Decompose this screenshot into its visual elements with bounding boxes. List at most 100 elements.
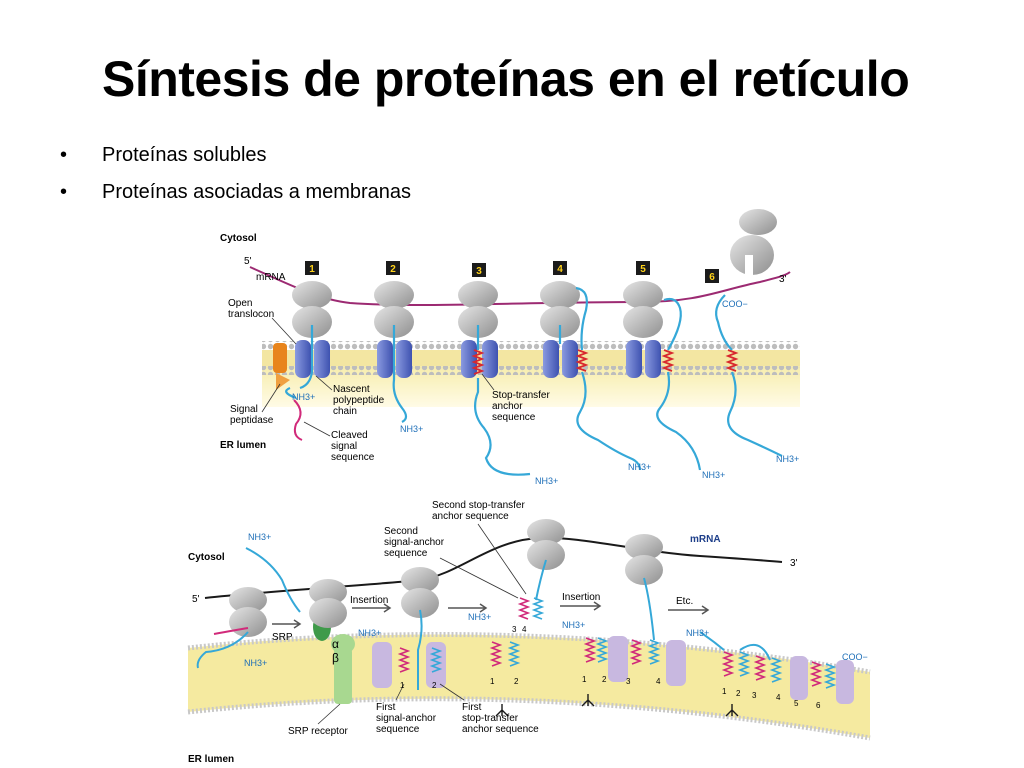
leader-line bbox=[303, 421, 331, 437]
label-mrna-bottom: mRNA bbox=[690, 534, 721, 545]
label-nh3: NH3+ bbox=[358, 628, 381, 638]
bullet-text: Proteínas asociadas a membranas bbox=[102, 181, 412, 203]
leader-line bbox=[261, 383, 281, 413]
step-box-2 bbox=[386, 261, 400, 275]
step-box-6 bbox=[705, 269, 719, 283]
step-number: 4 bbox=[557, 264, 563, 275]
membrane-upper-heads bbox=[262, 341, 800, 350]
cleaved-signal-sequence bbox=[293, 399, 303, 441]
label-insertion: Insertion bbox=[562, 592, 600, 603]
step-boxes: 1 2 3 4 5 6 bbox=[305, 261, 719, 283]
segment-number: 5 bbox=[794, 699, 799, 708]
label-signal-peptidase: Signal peptidase bbox=[230, 404, 274, 426]
bottom-figure: Cytosol 5' 3' mRNA Second stop-transfer … bbox=[187, 500, 871, 765]
segment-number: 2 bbox=[736, 689, 741, 698]
segment-number: 2 bbox=[432, 681, 437, 690]
label-insertion: Insertion bbox=[350, 595, 388, 606]
label-beta: β bbox=[332, 651, 339, 665]
stop-transfer-helices bbox=[471, 349, 739, 375]
signal-sequence bbox=[213, 627, 249, 635]
bullet-item: • Proteínas solubles bbox=[60, 140, 411, 177]
label-nh3: NH3+ bbox=[292, 392, 315, 402]
segment-number: 3 bbox=[752, 691, 757, 700]
leader-line bbox=[439, 683, 465, 701]
label-second-stop-transfer: Second stop-transfer anchor sequence bbox=[432, 500, 528, 522]
label-5prime: 5' bbox=[244, 256, 252, 267]
membrane-lower-heads bbox=[262, 366, 800, 375]
insertion-arrows bbox=[272, 601, 710, 629]
label-nh3: NH3+ bbox=[702, 470, 725, 480]
translocons-bottom bbox=[372, 636, 854, 704]
leader-line bbox=[481, 373, 495, 391]
bullet-item: • Proteínas asociadas a membranas bbox=[60, 177, 411, 214]
leader-line bbox=[271, 317, 297, 345]
step-box-5 bbox=[636, 261, 650, 275]
membrane-core bbox=[262, 350, 800, 366]
segment-number: 2 bbox=[514, 677, 519, 686]
label-nh3: NH3+ bbox=[686, 628, 709, 638]
bullet-text: Proteínas solubles bbox=[102, 144, 267, 166]
srp-receptor bbox=[331, 634, 355, 704]
step-number: 2 bbox=[390, 264, 396, 275]
segment-number: 4 bbox=[656, 677, 661, 686]
segment-number: 3 bbox=[512, 625, 517, 634]
label-cytosol: Cytosol bbox=[220, 233, 257, 244]
label-second-signal-anchor: Second signal-anchor sequence bbox=[384, 526, 447, 559]
leader-line bbox=[477, 523, 527, 595]
label-coo: COO− bbox=[722, 299, 748, 309]
membrane-upper-heads bbox=[187, 632, 871, 675]
bullet-dot: • bbox=[60, 181, 68, 203]
segment-number: 1 bbox=[400, 681, 405, 690]
label-3prime: 3' bbox=[779, 274, 787, 285]
transmembrane-helices bbox=[397, 597, 837, 689]
label-er-lumen: ER lumen bbox=[220, 440, 266, 451]
label-5prime-bottom: 5' bbox=[192, 594, 200, 605]
segment-number: 3 bbox=[626, 677, 631, 686]
label-mrna: mRNA bbox=[256, 272, 286, 283]
step-box-3 bbox=[472, 263, 486, 277]
segment-number: 6 bbox=[816, 701, 821, 710]
top-figure: 1 2 3 4 5 6 bbox=[220, 209, 800, 486]
ribosomes-top bbox=[292, 209, 777, 338]
label-stop-transfer: Stop-transfer anchor sequence bbox=[492, 390, 553, 423]
label-first-stop-transfer: First stop-transfer anchor sequence bbox=[462, 702, 539, 735]
label-3prime-bottom: 3' bbox=[790, 558, 798, 569]
label-nh3: NH3+ bbox=[535, 476, 558, 486]
label-nascent-chain: Nascent polypeptide chain bbox=[333, 384, 387, 417]
segment-number: 4 bbox=[776, 693, 781, 702]
segment-number: 4 bbox=[522, 625, 527, 634]
label-nh3: NH3+ bbox=[562, 620, 585, 630]
segment-number: 1 bbox=[582, 675, 587, 684]
label-cleaved-signal: Cleaved signal sequence bbox=[331, 430, 375, 463]
step-box-1 bbox=[305, 261, 319, 275]
step-box-4 bbox=[553, 261, 567, 275]
bullet-list: • Proteínas solubles • Proteínas asociadas… bbox=[60, 140, 411, 214]
label-first-signal-anchor: First signal-anchor sequence bbox=[376, 702, 439, 735]
leader-line bbox=[439, 557, 519, 599]
label-srp-receptor: SRP receptor bbox=[288, 726, 349, 737]
translocons bbox=[295, 340, 661, 378]
step-number: 1 bbox=[309, 264, 315, 275]
segment-number: 1 bbox=[722, 687, 727, 696]
bullet-dot: • bbox=[60, 144, 68, 166]
label-nh3: NH3+ bbox=[400, 424, 423, 434]
label-coo: COO− bbox=[842, 652, 868, 662]
step-number: 6 bbox=[709, 272, 715, 283]
step-number: 3 bbox=[476, 266, 482, 277]
label-nh3: NH3+ bbox=[628, 462, 651, 472]
slide-title: Síntesis de proteínas en el retículo bbox=[102, 51, 910, 107]
label-cytosol-bottom: Cytosol bbox=[188, 552, 225, 563]
leader-line bbox=[395, 683, 405, 701]
polypeptide-chains-top bbox=[285, 286, 783, 476]
polypeptide-chains-bottom bbox=[196, 547, 771, 690]
label-open-translocon: Open translocon bbox=[228, 298, 274, 320]
step-number: 5 bbox=[640, 264, 646, 275]
membrane-lower-heads bbox=[187, 696, 871, 741]
label-nh3: NH3+ bbox=[248, 532, 271, 542]
ribosomes-bottom bbox=[229, 519, 663, 637]
segment-number: 1 bbox=[490, 677, 495, 686]
label-srp: SRP bbox=[272, 632, 293, 643]
label-nh3: NH3+ bbox=[776, 454, 799, 464]
segment-number: 2 bbox=[602, 675, 607, 684]
